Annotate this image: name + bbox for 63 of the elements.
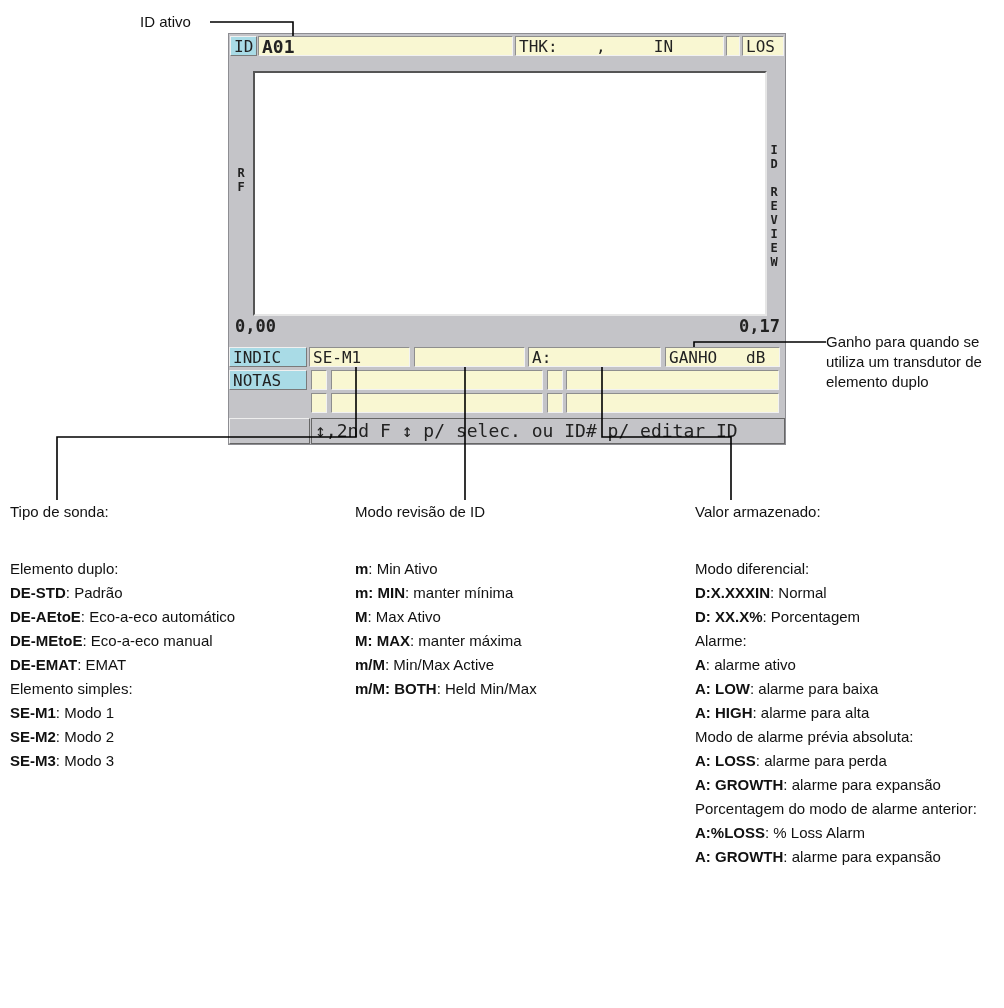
reading-value: 0,17 [739, 317, 780, 335]
list-item: SE-M1: Modo 1 [10, 703, 116, 723]
status-bar [229, 418, 310, 444]
display-field: LOS [742, 36, 784, 56]
display-field: THK: , IN [515, 36, 724, 56]
list-item: M: Max Ativo [355, 607, 442, 627]
list-item: A: GROWTH: alarme para expansão [695, 847, 942, 867]
list-item: D:X.XXXIN: Normal [695, 583, 828, 603]
list-item: DE-STD: Padrão [10, 583, 124, 603]
list-item: DE-EMAT: EMAT [10, 655, 128, 675]
display-field [547, 370, 563, 390]
list-item: m: Min Ativo [355, 559, 439, 579]
callout-text: Ganho para quando se utiliza um transdutor de elemento duplo [826, 332, 1004, 396]
list-item: DE-MEtoE: Eco-a-eco manual [10, 631, 214, 651]
list-item: SE-M3: Modo 3 [10, 751, 116, 771]
list-item: D: XX.X%: Porcentagem [695, 607, 862, 627]
waveform-area [253, 71, 767, 316]
display-field: A01 [258, 36, 513, 56]
leader-line [209, 21, 294, 37]
list-item: SE-M2: Modo 2 [10, 727, 116, 747]
list-item: m: MIN: manter mínima [355, 583, 515, 603]
leader-line [693, 341, 827, 348]
list-item: A: HIGH: alarme para alta [695, 703, 871, 723]
display-field: SE-M1 [309, 347, 410, 367]
callout-text: ID ativo [140, 12, 210, 34]
callout-heading: Valor armazenado: [695, 502, 822, 522]
reading-value: 0,00 [235, 317, 276, 335]
display-field [414, 347, 525, 367]
display-field: A: [528, 347, 661, 367]
list-item: A: LOW: alarme para baixa [695, 679, 880, 699]
display-field [311, 370, 327, 390]
field-tag: NOTAS [229, 370, 307, 390]
field-tag: INDIC [229, 347, 307, 367]
list-item: Modo diferencial: [695, 559, 811, 579]
list-item: m/M: BOTH: Held Min/Max [355, 679, 538, 699]
callout-heading: Modo revisão de ID [355, 502, 487, 522]
display-field [331, 370, 543, 390]
display-field [566, 370, 779, 390]
display-field: GANHO dB [665, 347, 780, 367]
list-item: A: alarme ativo [695, 655, 797, 675]
list-item: Porcentagem do modo de alarme anterior: A:%LOSS: % Loss Alarm [695, 799, 978, 843]
list-item: Alarme: [695, 631, 748, 651]
display-field [331, 393, 543, 413]
display-field [311, 393, 327, 413]
display-field [726, 36, 740, 56]
list-item: m/M: Min/Max Active [355, 655, 496, 675]
list-item: Elemento simples: [10, 679, 134, 699]
list-item: A: LOSS: alarme para perda [695, 751, 888, 771]
vertical-label: RF [235, 166, 247, 194]
leader-line [601, 366, 732, 501]
callout-heading: Tipo de sonda: [10, 502, 110, 522]
field-tag: ID [230, 36, 257, 56]
list-item: A: GROWTH: alarme para expansão [695, 775, 942, 795]
list-item: Elemento duplo: [10, 559, 120, 579]
list-item: M: MAX: manter máxima [355, 631, 523, 651]
vertical-label: ID REVIEW [768, 143, 780, 269]
display-field [566, 393, 779, 413]
display-field [547, 393, 563, 413]
leader-line [464, 366, 466, 501]
leader-line [56, 366, 357, 501]
list-item: DE-AEtoE: Eco-a-eco automático [10, 607, 237, 627]
device-screen [228, 33, 786, 445]
list-item: Modo de alarme prévia absoluta: [695, 727, 915, 747]
